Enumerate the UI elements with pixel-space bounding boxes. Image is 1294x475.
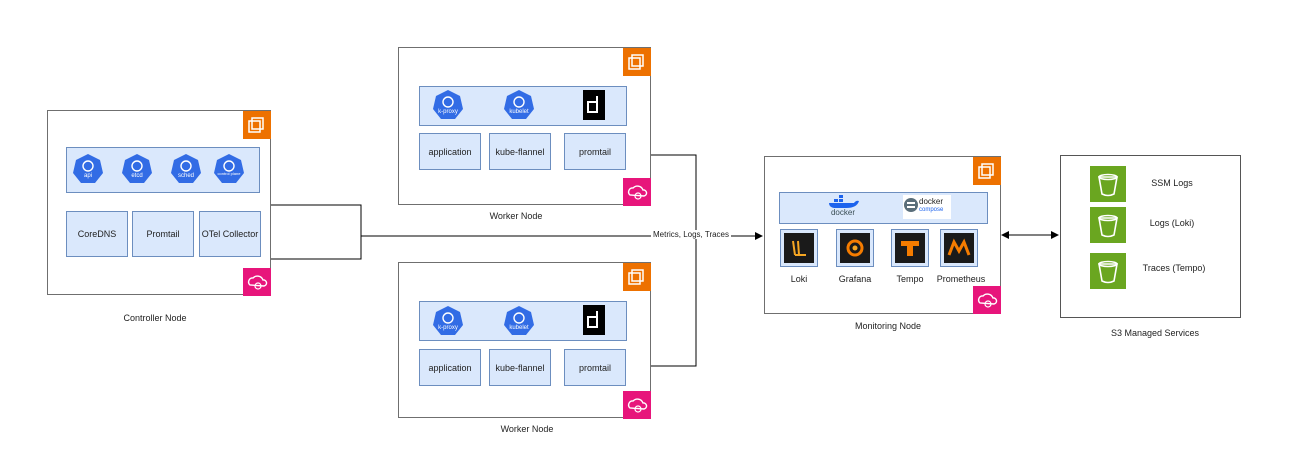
tempo-tile [891,229,929,267]
worker-node-top: application kube-flannel promtail [398,47,651,206]
component-box: CoreDNS [66,211,128,257]
grafana-tile [836,229,874,267]
kubernetes-icon: k-proxy [432,305,464,337]
ec2-instance-icon [973,157,1001,185]
s3-bucket-icon [1090,207,1126,243]
component-box: OTel Collector [199,211,261,257]
ec2-instance-icon [623,48,651,76]
kubernetes-icon: api [72,153,104,185]
component-box: promtail [564,349,626,386]
loki-tile [780,229,818,267]
docker-compose-icon: docker compose [903,195,951,219]
kubernetes-icon: etcd [121,153,153,185]
worker-bottom-caption: Worker Node [500,424,554,434]
k8s-icon-label: api [83,173,92,179]
docker-band [779,192,988,224]
kubernetes-icon: sched [170,153,202,185]
k8s-icon-label: sched [177,173,194,179]
docker-label: docker [830,208,855,217]
cloud-management-icon [243,268,271,296]
component-box: application [419,349,481,386]
component-box: promtail [564,133,626,170]
component-box: kube-flannel [489,349,551,386]
worker-node-bottom: application kube-flannel promtail [398,262,651,419]
component-box: Promtail [132,211,194,257]
k8s-icon-label: kubelet [509,109,529,115]
bucket-label: Logs (Loki) [1149,218,1195,228]
compose-sub-label: compose [919,207,944,213]
s3-caption: S3 Managed Services [1110,328,1200,338]
k8s-icon-label: control plane [217,171,241,176]
kubernetes-icon: kubelet [503,89,535,121]
bucket-label: SSM Logs [1151,178,1193,188]
tool-label: Grafana [838,274,872,284]
kubernetes-icon: kubelet [503,305,535,337]
kubernetes-icon: k-proxy [432,89,464,121]
cloud-management-icon [623,178,651,206]
controller-node: CoreDNS Promtail OTel Collector [47,110,271,296]
k8s-icon-label: k-proxy [438,109,458,115]
monitoring-caption: Monitoring Node [854,321,922,331]
s3-bucket-icon [1090,253,1126,289]
controller-caption: Controller Node [123,313,187,323]
k8s-icon-label: k-proxy [438,325,458,331]
tool-label: Tempo [896,274,924,284]
ec2-instance-icon [243,111,271,139]
compose-label: docker [919,197,944,206]
tool-label: Prometheus [936,274,986,284]
docker-icon: docker [826,195,860,219]
component-box: kube-flannel [489,133,551,170]
s3-bucket-icon [1090,166,1126,202]
containerd-icon [583,90,605,120]
cloud-management-icon [623,391,651,419]
kubernetes-icon: control plane [213,153,245,185]
bucket-label: Traces (Tempo) [1142,263,1206,273]
worker-top-caption: Worker Node [489,211,543,221]
cloud-management-icon [973,286,1001,314]
ec2-instance-icon [623,263,651,291]
k8s-icon-label: etcd [131,173,143,179]
prometheus-tile [940,229,978,267]
containerd-icon [583,305,605,335]
tool-label: Loki [790,274,808,284]
edge-label: Metrics, Logs, Traces [651,230,731,239]
component-box: application [419,133,481,170]
k8s-icon-label: kubelet [509,325,529,331]
